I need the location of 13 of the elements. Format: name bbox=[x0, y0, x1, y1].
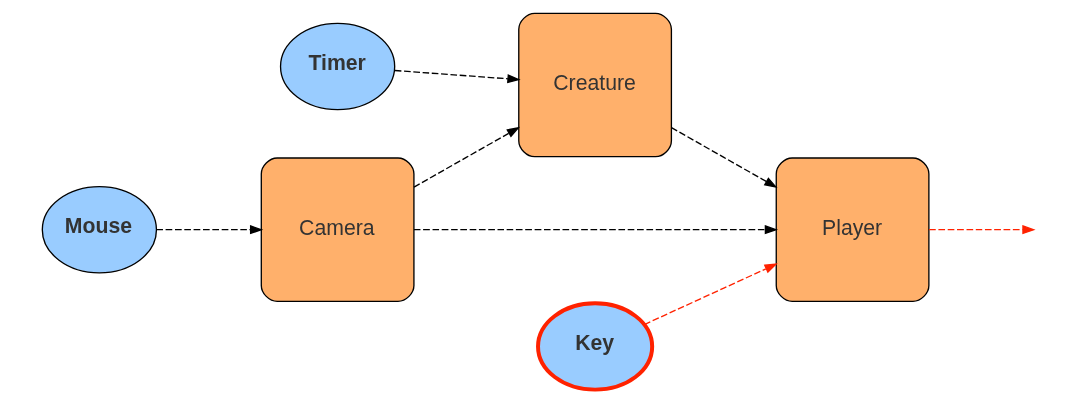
node-ellipse: Mouse bbox=[41, 185, 157, 274]
node-box: Camera bbox=[260, 157, 415, 303]
arrow bbox=[643, 263, 778, 326]
arrow bbox=[155, 225, 263, 235]
node-ellipse: Key bbox=[535, 301, 654, 392]
node-ellipse: Timer bbox=[279, 22, 395, 111]
node-box: Player bbox=[775, 157, 930, 303]
arrow bbox=[412, 225, 778, 235]
node-box: Creature bbox=[517, 12, 672, 158]
arrow bbox=[393, 69, 521, 84]
arrow bbox=[412, 126, 520, 188]
arrow bbox=[927, 225, 1036, 235]
arrow bbox=[670, 127, 778, 188]
